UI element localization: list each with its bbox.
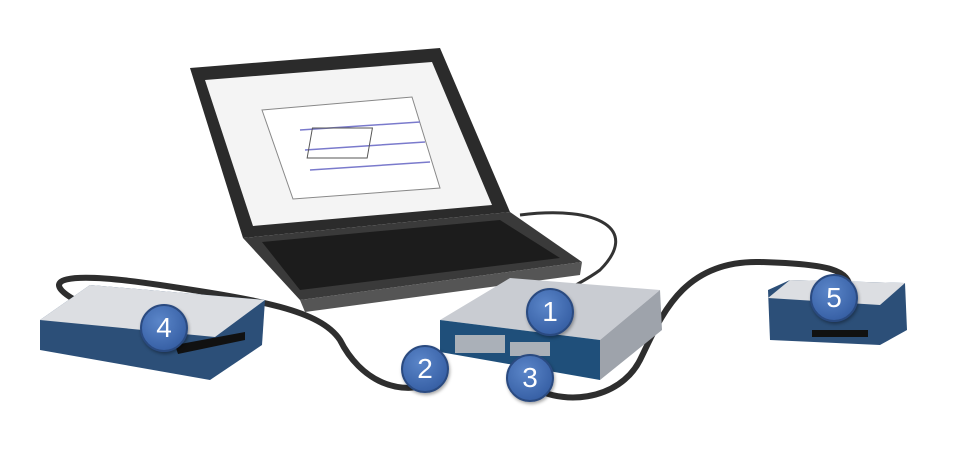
laptop xyxy=(190,48,582,312)
callout-5: 5 xyxy=(810,274,858,322)
callout-label: 4 xyxy=(156,312,172,343)
callout-label: 3 xyxy=(522,362,538,393)
callout-label: 5 xyxy=(826,282,842,313)
cable-right xyxy=(518,258,853,401)
callout-1: 1 xyxy=(526,288,574,336)
cable-left xyxy=(56,274,442,391)
callout-label: 2 xyxy=(417,353,433,384)
callout-4: 4 xyxy=(140,304,188,352)
callout-label: 1 xyxy=(542,296,558,327)
callout-2: 2 xyxy=(401,345,449,393)
callout-3: 3 xyxy=(506,354,554,402)
